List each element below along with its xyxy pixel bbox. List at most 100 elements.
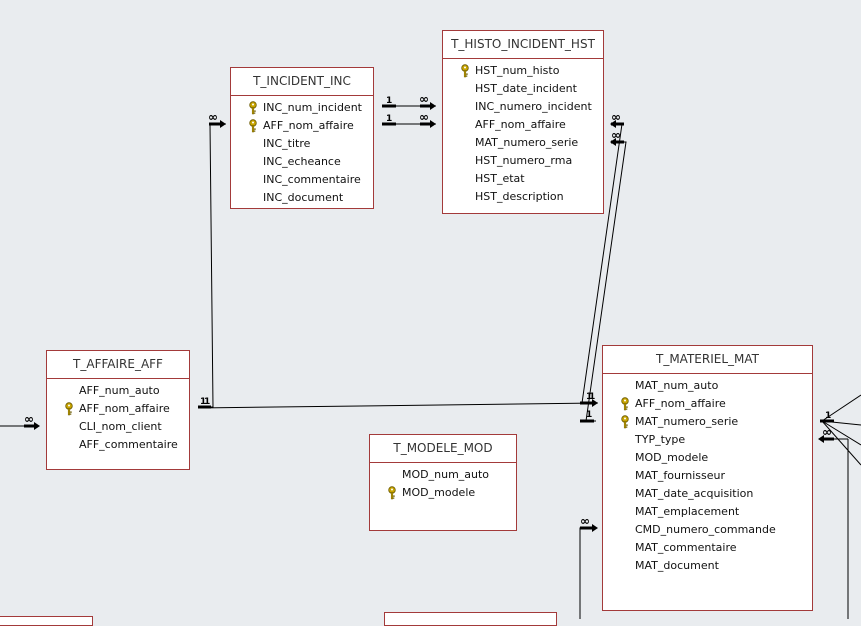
field-label: MAT_fournisseur	[635, 469, 726, 482]
field-row[interactable]: AFF_nom_affaire	[231, 117, 373, 135]
table-title[interactable]: T_MODELE_MOD	[370, 435, 516, 463]
table-partial-bottom-left[interactable]	[0, 616, 93, 626]
field-row[interactable]: MAT_numero_serie	[443, 134, 603, 152]
field-row[interactable]: AFF_nom_affaire	[603, 395, 812, 413]
primary-key-icon	[621, 397, 629, 411]
field-row[interactable]: HST_date_incident	[443, 80, 603, 98]
field-label: TYP_type	[635, 433, 686, 446]
card-many-label: ∞	[419, 92, 429, 106]
table-title[interactable]: T_HISTO_INCIDENT_HST	[443, 31, 603, 59]
field-label: HST_num_histo	[475, 64, 560, 77]
field-label: HST_description	[475, 190, 564, 203]
field-label: HST_date_incident	[475, 82, 577, 95]
field-row[interactable]: CMD_numero_commande	[603, 521, 812, 539]
card-one-label: 1	[204, 397, 210, 407]
arrowhead	[430, 120, 436, 128]
field-label: AFF_nom_affaire	[263, 119, 354, 132]
card-one-label: 1	[586, 410, 592, 420]
table-title[interactable]: T_INCIDENT_INC	[231, 68, 373, 96]
rel-affaire-materiel[interactable]	[197, 402, 599, 409]
field-row[interactable]: MAT_date_acquisition	[603, 485, 812, 503]
field-row[interactable]: MAT_fournisseur	[603, 467, 812, 485]
card-many-label: ∞	[611, 128, 621, 142]
field-row[interactable]: MAT_commentaire	[603, 539, 812, 557]
field-row[interactable]: MOD_modele	[603, 449, 812, 467]
table-title[interactable]: T_MATERIEL_MAT	[603, 346, 812, 374]
field-row[interactable]: INC_titre	[231, 135, 373, 153]
field-label: MOD_modele	[635, 451, 709, 464]
field-label: MAT_emplacement	[635, 505, 740, 518]
field-row[interactable]: AFF_num_auto	[47, 382, 189, 400]
rel-affaire-incident[interactable]	[198, 123, 226, 408]
field-label: INC_document	[263, 191, 344, 204]
primary-key-icon	[621, 415, 629, 429]
field-row[interactable]: HST_num_histo	[443, 62, 603, 80]
primary-key-icon	[388, 486, 396, 500]
card-many-label: ∞	[419, 110, 429, 124]
field-label: MAT_commentaire	[635, 541, 737, 554]
field-row[interactable]: HST_numero_rma	[443, 152, 603, 170]
card-many-label: ∞	[24, 412, 34, 426]
field-row[interactable]: TYP_type	[603, 431, 812, 449]
field-row[interactable]: INC_num_incident	[231, 99, 373, 117]
field-row[interactable]: CLI_nom_client	[47, 418, 189, 436]
field-row[interactable]: AFF_nom_affaire	[47, 400, 189, 418]
table-title[interactable]: T_AFFAIRE_AFF	[47, 351, 189, 379]
field-label: INC_commentaire	[263, 173, 361, 186]
rel-materiel-right-1[interactable]	[821, 394, 861, 422]
field-row[interactable]: INC_commentaire	[231, 171, 373, 189]
field-label: AFF_nom_affaire	[635, 397, 726, 410]
field-label: HST_numero_rma	[475, 154, 573, 167]
arrowhead	[34, 422, 40, 430]
field-row[interactable]: MAT_numero_serie	[603, 413, 812, 431]
table-partial-bottom-center[interactable]	[384, 612, 557, 626]
field-row[interactable]: AFF_commentaire	[47, 436, 189, 454]
field-row[interactable]: MOD_modele	[370, 484, 516, 502]
field-row[interactable]: MAT_emplacement	[603, 503, 812, 521]
field-label: MAT_numero_serie	[635, 415, 739, 428]
card-one-label: 1	[386, 114, 392, 124]
field-row[interactable]: INC_numero_incident	[443, 98, 603, 116]
field-label: MOD_num_auto	[402, 468, 490, 481]
rel-materiel-right-3[interactable]	[821, 420, 861, 446]
arrowhead	[610, 138, 616, 146]
field-row[interactable]: MOD_num_auto	[370, 466, 516, 484]
primary-key-icon	[65, 402, 73, 416]
field-row[interactable]: HST_etat	[443, 170, 603, 188]
field-label: INC_echeance	[263, 155, 341, 168]
field-row[interactable]: MAT_num_auto	[603, 377, 812, 395]
field-row[interactable]: AFF_nom_affaire	[443, 116, 603, 134]
card-one-label: 1	[200, 397, 206, 407]
field-label: MAT_numero_serie	[475, 136, 579, 149]
rel-materiel-right-4[interactable]	[821, 420, 861, 466]
field-label: CLI_nom_client	[79, 420, 162, 433]
primary-key-icon	[249, 119, 257, 133]
field-label: MAT_date_acquisition	[635, 487, 754, 500]
field-label: CMD_numero_commande	[635, 523, 776, 536]
card-one-label: 1	[589, 392, 595, 402]
field-row[interactable]: HST_description	[443, 188, 603, 206]
arrowhead	[610, 120, 616, 128]
field-label: AFF_num_auto	[79, 384, 160, 397]
primary-key-icon	[461, 64, 469, 78]
field-label: AFF_nom_affaire	[79, 402, 170, 415]
field-row[interactable]: INC_echeance	[231, 153, 373, 171]
card-many-label: ∞	[208, 110, 218, 124]
field-label: INC_numero_incident	[475, 100, 592, 113]
card-one-label: 1	[825, 411, 831, 421]
field-row[interactable]: MAT_document	[603, 557, 812, 575]
field-label: MAT_document	[635, 559, 719, 572]
rel-bottom-materiel[interactable]	[579, 527, 596, 619]
arrowhead	[220, 120, 226, 128]
primary-key-icon	[249, 101, 257, 115]
card-many-label: ∞	[611, 110, 621, 124]
field-row[interactable]: INC_document	[231, 189, 373, 207]
card-many-label: ∞	[580, 514, 590, 528]
